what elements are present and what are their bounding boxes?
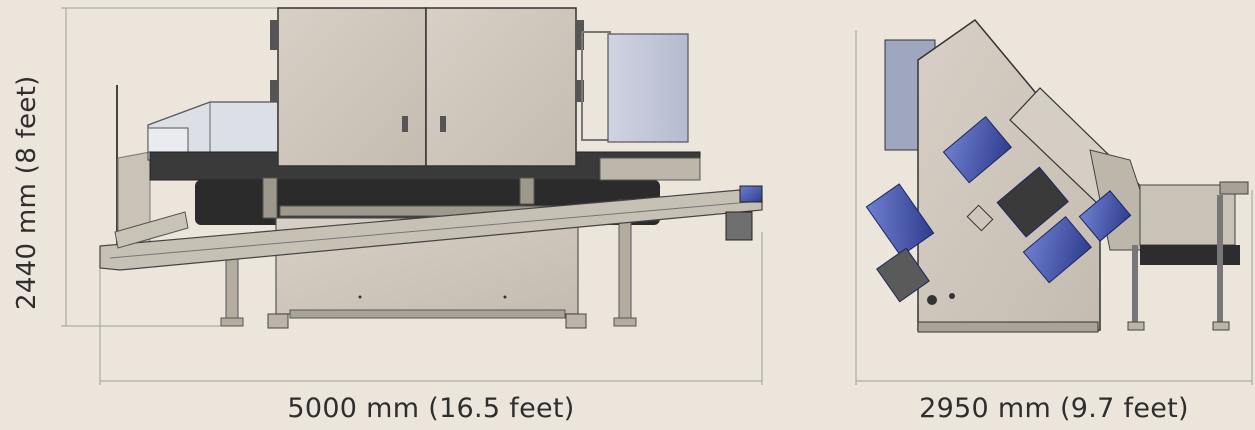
- side-hatch: [581, 31, 689, 143]
- front-legs: [220, 177, 637, 327]
- optical-units: [865, 115, 1132, 303]
- electrical-cabinet: [270, 7, 584, 167]
- dimension-width-label: 5000 mm (16.5 feet): [287, 393, 575, 424]
- dimension-depth-label: 2950 mm (9.7 feet): [919, 393, 1189, 424]
- inclined-conveyor: [99, 185, 763, 271]
- outfeed-conveyor: [1127, 181, 1249, 331]
- front-view: [99, 7, 763, 329]
- dimension-lines: [61, 7, 1253, 385]
- side-view: [865, 18, 1249, 333]
- dimension-height-label: 2440 mm (8 feet): [12, 75, 42, 310]
- infeed-hood: [147, 101, 279, 161]
